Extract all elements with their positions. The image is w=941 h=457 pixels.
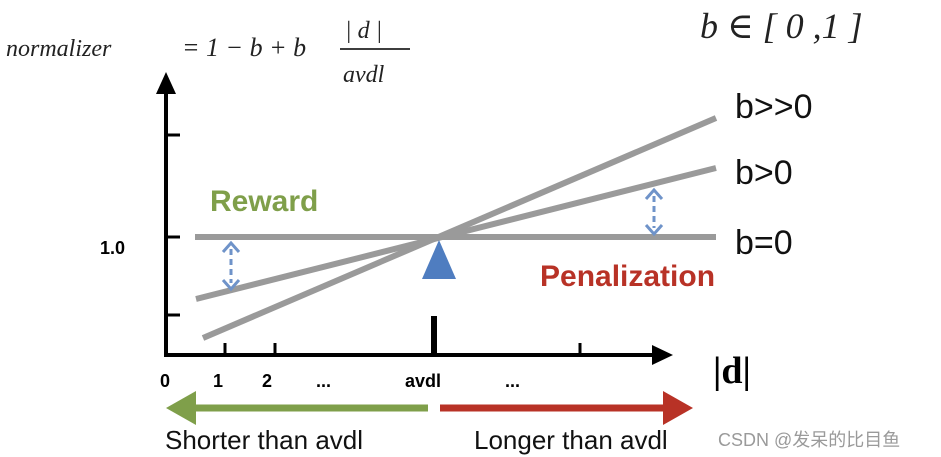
reward-label: Reward (210, 185, 318, 218)
longer-arrow-icon (440, 391, 693, 425)
formula-denominator: avdl (343, 62, 385, 88)
shorter-arrow-icon (166, 391, 428, 425)
label-b-gt-0: b>0 (735, 154, 793, 192)
y-tick-label-1-0: 1.0 (100, 238, 125, 258)
penalization-label: Penalization (540, 260, 715, 293)
pivot-triangle-icon (422, 240, 456, 279)
penalization-gap-arrow-icon (644, 187, 664, 237)
x-tick-label-ellipsis-2: ... (505, 371, 520, 391)
line-labels: b>>0 b>0 b=0 (735, 88, 813, 262)
formula-lhs: normalizer (6, 36, 112, 62)
x-tick-label-2: 2 (262, 371, 272, 391)
label-b-eq-0: b=0 (735, 224, 793, 262)
longer-than-avdl-label: Longer than avdl (474, 425, 668, 455)
line-b-gt-0 (195, 165, 717, 302)
x-axis-title: |d| (713, 350, 751, 392)
x-tick-label-ellipsis-1: ... (316, 371, 331, 391)
x-axis-arrowhead (652, 345, 673, 365)
y-axis-arrowhead (156, 72, 176, 94)
x-tick-label-avdl: avdl (405, 371, 441, 391)
formula-rhs-prefix: = 1 − b + b (182, 33, 306, 62)
b-range: b ∈ [ 0 ,1 ] (700, 6, 863, 46)
x-tick-labels: 0 1 2 ... avdl ... (160, 371, 520, 391)
x-tick-label-0: 0 (160, 371, 170, 391)
label-b-much-gt-0: b>>0 (735, 88, 813, 126)
reward-gap-arrow-icon (221, 240, 241, 292)
shorter-than-avdl-label: Shorter than avdl (165, 425, 363, 455)
x-tick-label-1: 1 (213, 371, 223, 391)
line-b-much-gt-0 (201, 115, 718, 341)
csdn-watermark: CSDN @发呆的比目鱼 (718, 430, 900, 450)
formula-numerator: | d | (345, 18, 382, 44)
